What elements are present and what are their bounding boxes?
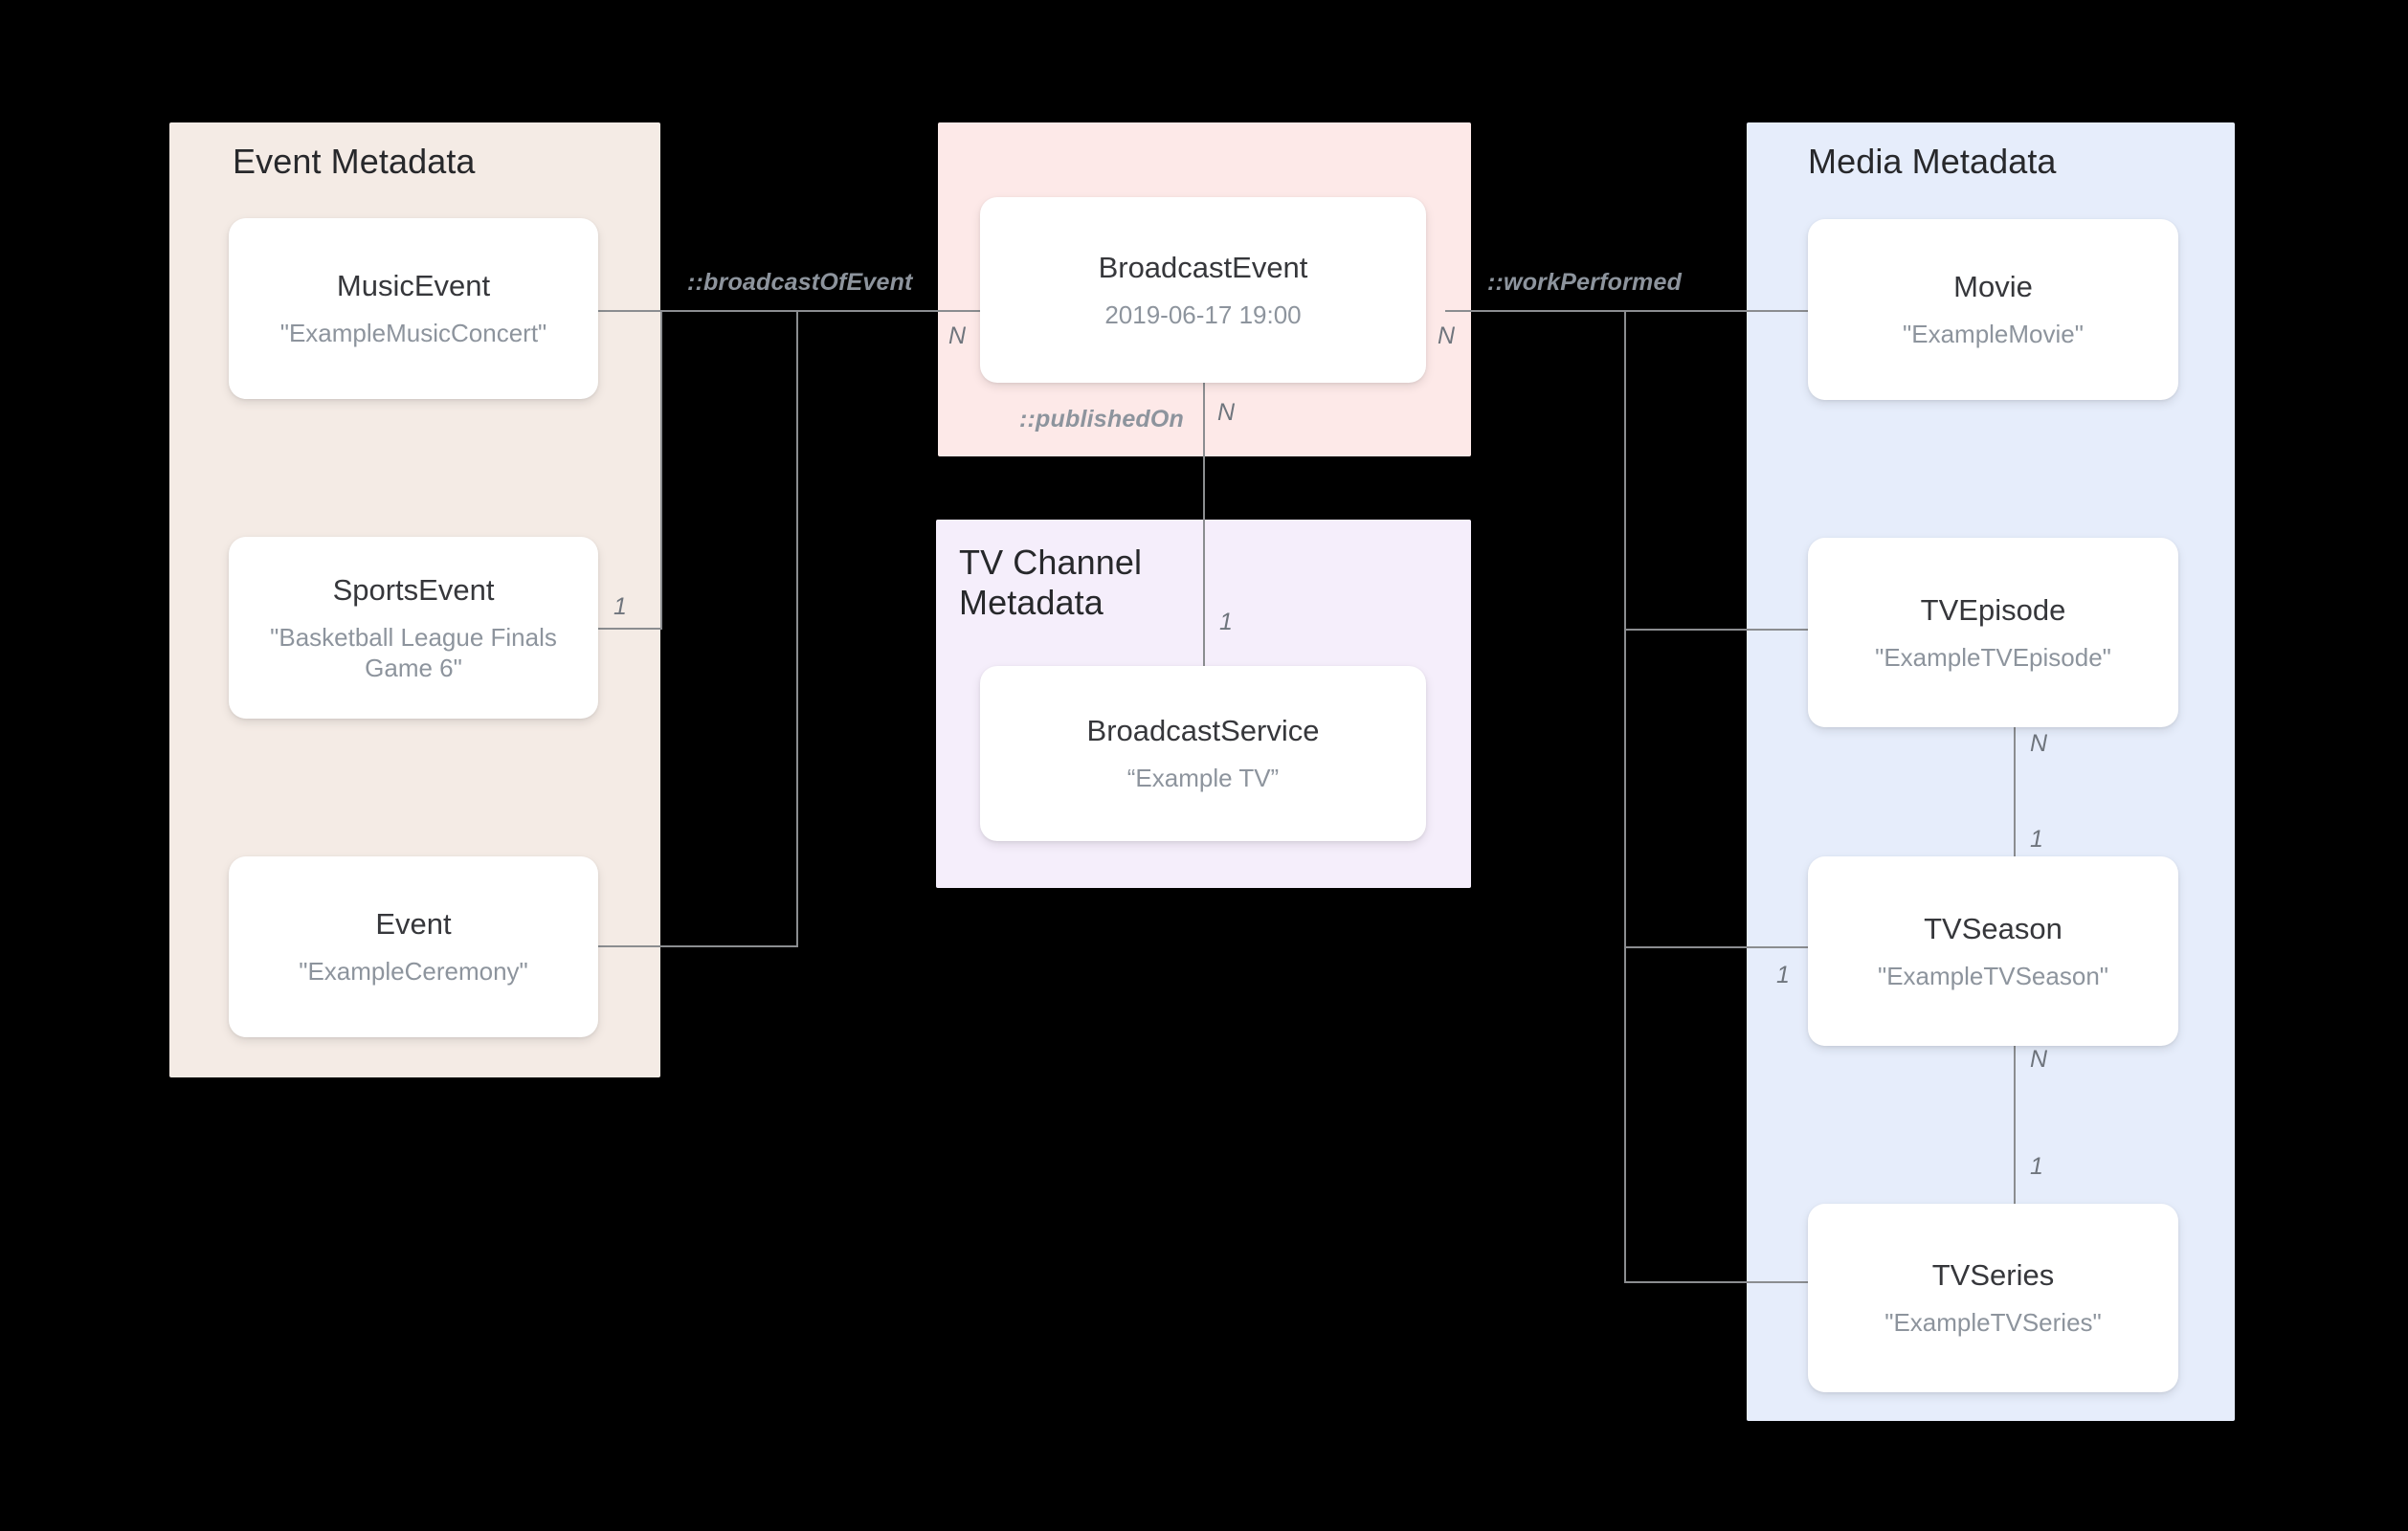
edge-left-junction-short [660,310,662,629]
cardinality-broadcastservice-top: 1 [1219,609,1233,635]
cardinality-tvseason-top: 1 [2030,826,2043,853]
node-tvseason-value: "ExampleTVSeason" [1877,961,2109,990]
edge-musicevent-horizontal [597,310,1001,312]
cardinality-broadcastevent-right: N [1438,322,1456,349]
node-tvseries-value: "ExampleTVSeries" [1884,1308,2102,1338]
cardinality-tvseason-left: 1 [1776,962,1790,988]
edge-left-junction-long [796,310,798,946]
node-tvepisode-type: TVEpisode [1920,592,2066,627]
node-movie-value: "ExampleMovie" [1903,320,2084,349]
node-musicevent-type: MusicEvent [336,269,491,303]
relation-label-publishedon: ::publishedOn [1019,406,1185,433]
cardinality-tvepisode-bottom: N [2030,730,2048,757]
relation-label-workperformed: ::workPerformed [1487,269,1683,296]
edge-workperformed-horizontal [1445,310,1810,312]
node-broadcastevent-type: BroadcastEvent [1098,250,1308,284]
edge-event-horizontal [597,945,798,947]
node-sportsevent-value: "Basketball League Finals Game 6" [270,622,557,682]
edge-tvseason-horizontal [1624,946,1808,948]
group-title-media-metadata: Media Metadata [1808,142,2057,181]
node-musicevent-value: "ExampleMusicConcert" [279,319,547,348]
node-movie[interactable]: Movie "ExampleMovie" [1808,219,2178,400]
node-sportsevent-type: SportsEvent [332,572,495,607]
node-broadcastservice-type: BroadcastService [1086,714,1320,748]
node-tvseason[interactable]: TVSeason "ExampleTVSeason" [1808,856,2178,1046]
edge-sportsevent-horizontal [597,628,662,630]
node-tvepisode[interactable]: TVEpisode "ExampleTVEpisode" [1808,538,2178,727]
node-event-type: Event [375,907,452,942]
edge-right-junction-long [1624,310,1626,1282]
edge-episode-season-vertical [2014,727,2016,904]
cardinality-tvseries-top: 1 [2030,1153,2043,1180]
group-title-tv-channel-metadata: TV Channel Metadata [959,543,1143,623]
edge-season-series-vertical [2014,1046,2016,1204]
node-movie-type: Movie [1953,270,2033,304]
cardinality-tvseason-bottom: N [2030,1046,2048,1073]
edge-tvseries-horizontal [1624,1281,1808,1283]
node-event-value: "ExampleCeremony" [299,957,528,987]
node-broadcastevent-value: 2019-06-17 19:00 [1104,300,1302,329]
node-tvseries-type: TVSeries [1931,1258,2055,1293]
node-event[interactable]: Event "ExampleCeremony" [229,856,598,1037]
cardinality-broadcastevent-left: N [948,322,967,349]
node-sportsevent[interactable]: SportsEvent "Basketball League Finals Ga… [229,537,598,719]
edge-publishedon-vertical [1203,383,1205,666]
node-broadcastservice[interactable]: BroadcastService “Example TV” [980,666,1426,841]
node-broadcastservice-value: “Example TV” [1126,764,1280,793]
cardinality-sportsevent-right: 1 [613,593,627,620]
relation-label-broadcastofevent: ::broadcastOfEvent [687,269,913,296]
node-tvseries[interactable]: TVSeries "ExampleTVSeries" [1808,1204,2178,1392]
cardinality-broadcastevent-bottom: N [1217,399,1236,426]
node-musicevent[interactable]: MusicEvent "ExampleMusicConcert" [229,218,598,399]
group-title-event-metadata: Event Metadata [233,142,476,181]
node-tvseason-type: TVSeason [1924,911,2062,945]
edge-tvepisode-horizontal [1624,629,1808,631]
node-broadcastevent[interactable]: BroadcastEvent 2019-06-17 19:00 [980,197,1426,383]
node-tvepisode-value: "ExampleTVEpisode" [1875,642,2111,672]
